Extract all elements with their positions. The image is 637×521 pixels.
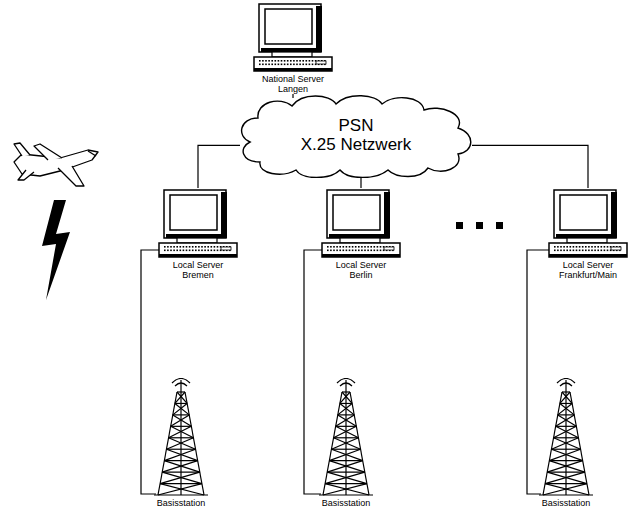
node-label: Basisstation (321, 498, 372, 508)
network-cloud: PSNX.25 Netzwerk (236, 92, 476, 178)
computer-icon (155, 188, 241, 260)
node-label: Local Server Bremen (161, 260, 235, 280)
base-station: Basisstation (150, 378, 212, 508)
server-node: National Server Langen (250, 2, 336, 94)
server-node: Local Server Berlin (318, 188, 404, 280)
computer-icon (545, 188, 631, 260)
antenna-tower (315, 378, 377, 498)
server-node: Local Server Frankfurt/Main (545, 188, 631, 280)
network-link (527, 250, 549, 494)
network-label: X.25 Netzwerk (301, 135, 412, 154)
node-label: Basisstation (541, 498, 592, 508)
network-link (304, 250, 322, 494)
radio-link-bolt (42, 200, 70, 300)
node-label: Local Server Frankfurt/Main (551, 260, 625, 280)
computer-icon (250, 2, 336, 74)
node-label: Local Server Berlin (324, 260, 398, 280)
base-station: Basisstation (315, 378, 377, 508)
antenna-tower (535, 378, 597, 498)
server-node: Local Server Bremen (155, 188, 241, 280)
node-label: National Server Langen (256, 74, 330, 94)
network-link (198, 145, 240, 188)
node-label: Basisstation (156, 498, 207, 508)
base-station: Basisstation (535, 378, 597, 508)
network-link (292, 94, 293, 98)
network-label: PSN (339, 116, 374, 135)
antenna-tower (150, 378, 212, 498)
computer-icon (318, 188, 404, 260)
network-link (472, 145, 588, 188)
network-link (141, 250, 159, 494)
airplane-icon (14, 143, 98, 186)
ellipsis-dots (456, 222, 503, 229)
